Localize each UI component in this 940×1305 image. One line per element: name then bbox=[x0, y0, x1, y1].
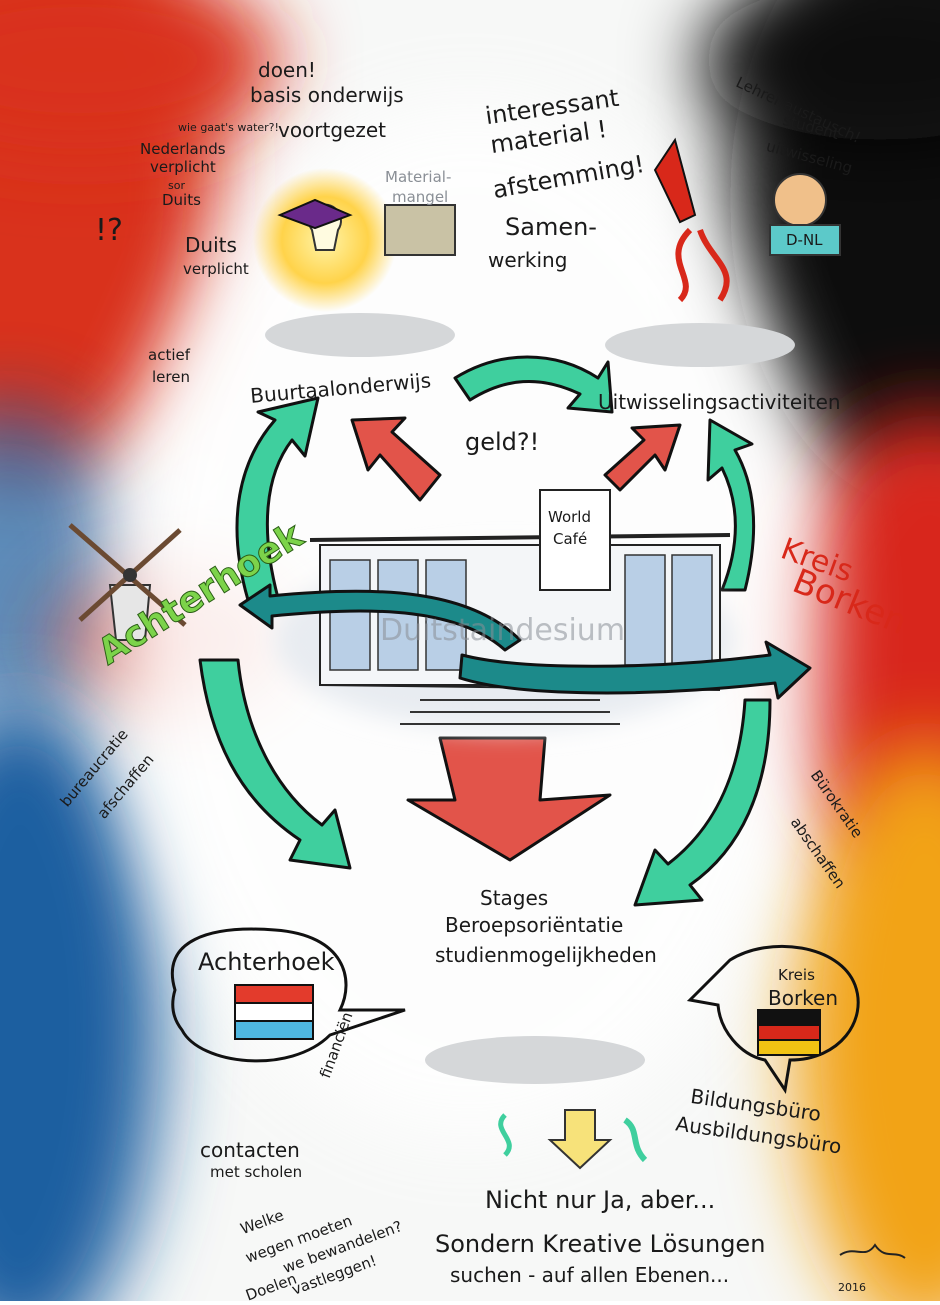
windmill-drawing bbox=[68, 523, 187, 641]
world-cafe-line2: Café bbox=[553, 530, 588, 548]
sor-text: sor bbox=[168, 179, 185, 192]
signature-year: 2016 bbox=[838, 1281, 866, 1294]
nederlands-text: Nederlands bbox=[140, 140, 226, 158]
nicht-nur-text: Nicht nur Ja, aber... bbox=[485, 1186, 716, 1214]
rocket-icon bbox=[653, 137, 697, 224]
bubble-achterhoek-text: Achterhoek bbox=[198, 948, 335, 976]
de-gold-wash bbox=[795, 740, 940, 1301]
stages-text: Stages bbox=[480, 886, 549, 910]
top-sketches bbox=[253, 137, 841, 367]
beroepsorientatie-text: Beroepsoriëntatie bbox=[445, 913, 624, 937]
contacten-text: contacten bbox=[200, 1138, 300, 1162]
nl-flag-icon bbox=[234, 984, 314, 1040]
verplicht-text: verplicht bbox=[150, 158, 216, 176]
samen-text: Samen- bbox=[505, 213, 597, 241]
sondern-text: Sondern Kreative Lösungen bbox=[435, 1230, 766, 1258]
green-squiggle-left bbox=[498, 1113, 512, 1157]
teal-double-arrow bbox=[238, 583, 812, 700]
mangel-text: mangel bbox=[392, 188, 449, 206]
world-cafe-line1: World bbox=[548, 508, 591, 526]
d-nl-label: D-NL bbox=[786, 231, 823, 249]
building-sign-text: Duitstaindesium bbox=[380, 613, 626, 648]
met-scholen-text: met scholen bbox=[210, 1163, 303, 1181]
doen-text: doen! bbox=[258, 58, 316, 82]
red-arrow-bottom bbox=[406, 736, 612, 862]
exclaim-question-text: !? bbox=[95, 213, 123, 248]
green-squiggle-right bbox=[623, 1117, 648, 1163]
arrow-lower-right bbox=[633, 698, 772, 907]
cycle-arrows bbox=[198, 355, 772, 907]
speech-bubble-right bbox=[686, 944, 860, 1094]
leren-text: leren bbox=[152, 368, 190, 386]
speech-bubble-left bbox=[170, 927, 406, 1063]
voortgezet-text: voortgezet bbox=[278, 118, 387, 142]
thumbs-up-man bbox=[773, 173, 827, 227]
suchen-text: suchen - auf allen Ebenen... bbox=[450, 1263, 730, 1287]
red-arrow-left bbox=[350, 416, 442, 502]
red-arrow-right bbox=[603, 423, 682, 492]
red-arrows bbox=[350, 416, 682, 862]
actief-text: actief bbox=[148, 346, 190, 364]
graduation-cap-icon bbox=[277, 198, 353, 230]
arrow-lower-left bbox=[198, 658, 352, 870]
bubble-kreis-text: Kreis bbox=[778, 966, 815, 984]
material-text: Material- bbox=[385, 168, 452, 186]
uitwisselingsactiviteiten-label: Uitwisselingsactiviteiten bbox=[598, 390, 841, 414]
yellow-down-arrow bbox=[547, 1109, 613, 1170]
arrow-upper-right bbox=[706, 418, 756, 592]
signature-scribble bbox=[839, 1243, 906, 1259]
bottom-sketches bbox=[170, 927, 906, 1259]
duits-text: Duits bbox=[162, 191, 201, 209]
bubble-borken-text: Borken bbox=[768, 986, 839, 1010]
nl-blue-wash-bottom bbox=[0, 700, 160, 1301]
de-flag-icon bbox=[757, 1009, 821, 1056]
arrow-top-exchange bbox=[453, 355, 614, 414]
basis-onderwijs-text: basis onderwijs bbox=[250, 83, 404, 107]
chalkboard-icon bbox=[384, 204, 456, 256]
geld-label: geld?! bbox=[465, 428, 540, 456]
people-bottom-table bbox=[425, 1036, 645, 1084]
duits-verplicht-line1: Duits bbox=[185, 233, 237, 257]
people-left-table bbox=[265, 313, 455, 357]
studiemogelijkheden-text: studienmogelijkheden bbox=[435, 943, 657, 967]
red-squiggle bbox=[675, 227, 730, 303]
wie-gaat-water-text: wie gaat's water?! bbox=[178, 121, 279, 134]
werking-text: werking bbox=[488, 248, 568, 272]
arrow-upper-left bbox=[235, 396, 320, 602]
duits-verplicht-line2: verplicht bbox=[183, 260, 249, 278]
people-right-table bbox=[605, 323, 795, 367]
